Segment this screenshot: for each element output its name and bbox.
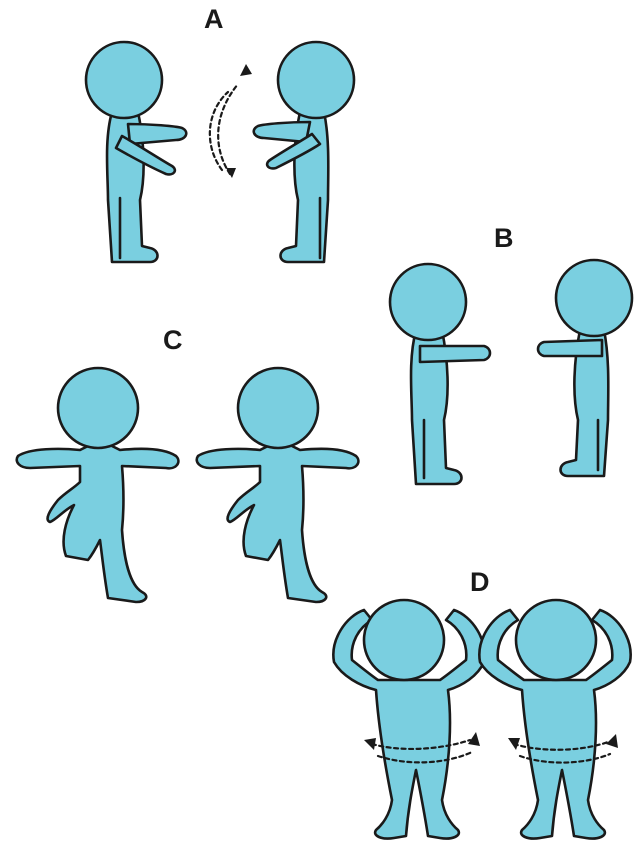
panel-b-figure-left [390,264,490,484]
panel-b-figure-right [538,260,632,476]
panel-d-label: D [470,569,490,596]
panel-d-figure-left [333,600,484,839]
panel-a-figure-left [86,42,186,262]
panel-a-swing-arrow [210,64,252,178]
panel-b-label: B [494,225,514,252]
panel-c-figure-right [197,368,359,602]
panel-a-figure-right [254,42,354,262]
panel-c-label: C [163,327,183,354]
panel-a-label: A [204,6,224,33]
panel-d-figure-right [479,600,630,839]
panel-c-figure-left [17,368,179,602]
